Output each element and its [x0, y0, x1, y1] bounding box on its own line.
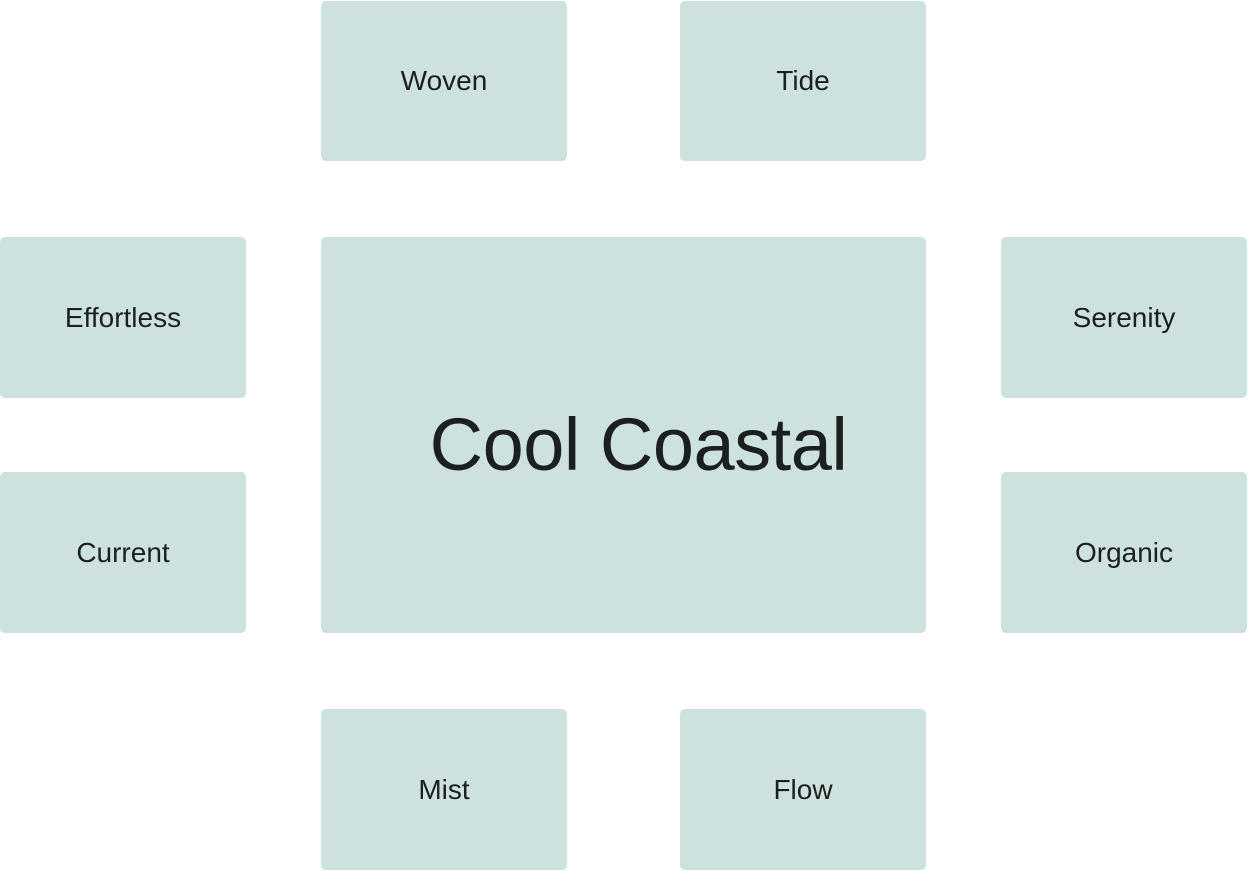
- keyword-card-mist: Mist: [321, 709, 567, 870]
- keyword-card-woven: Woven: [321, 1, 567, 161]
- keyword-label: Serenity: [1072, 301, 1176, 333]
- keyword-card-flow: Flow: [680, 709, 926, 870]
- keyword-card-current: Current: [0, 472, 246, 633]
- keyword-card-organic: Organic: [1001, 472, 1247, 633]
- keyword-card-tide: Tide: [680, 1, 926, 161]
- keyword-card-serenity: Serenity: [1001, 237, 1247, 398]
- keyword-label: Mist: [418, 773, 470, 805]
- keyword-label: Woven: [400, 65, 488, 96]
- keyword-card-effortless: Effortless: [0, 237, 246, 398]
- central-theme-label: Cool Coastal: [429, 402, 848, 486]
- keyword-label: Effortless: [64, 301, 182, 333]
- keyword-label: Current: [76, 536, 170, 568]
- keyword-label: Tide: [776, 65, 830, 96]
- central-theme-card: Cool Coastal: [321, 237, 926, 633]
- keyword-label: Flow: [773, 773, 833, 805]
- keyword-label: Organic: [1074, 536, 1174, 568]
